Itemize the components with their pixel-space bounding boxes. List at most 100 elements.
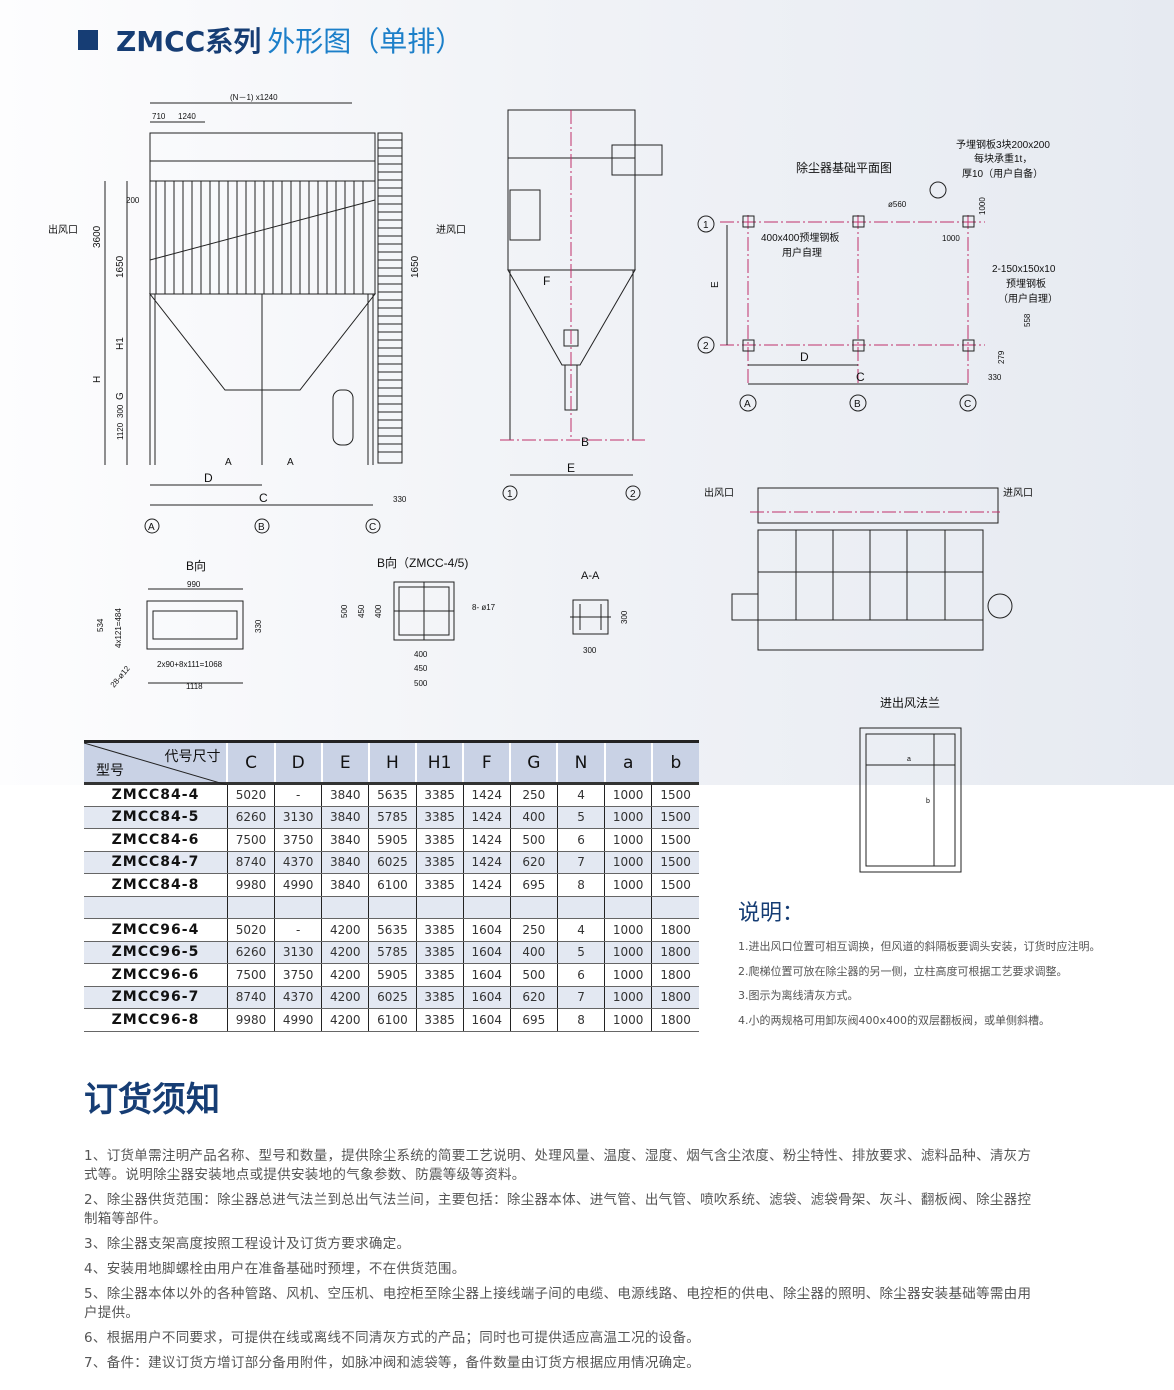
dim-label: 330 bbox=[393, 495, 407, 504]
plan-note: 予埋钢板3块200x200 bbox=[956, 138, 1050, 151]
ordering-title: 订货须知 bbox=[84, 1080, 220, 1120]
model-cell bbox=[84, 896, 228, 919]
column-header: N bbox=[556, 740, 605, 785]
axis-label: C bbox=[964, 399, 971, 410]
value-cell: 4200 bbox=[321, 986, 369, 1009]
value-cell: 1800 bbox=[651, 941, 699, 964]
value-cell: 1000 bbox=[604, 986, 652, 1009]
plan-note: 400x400预埋钢板 bbox=[761, 231, 839, 244]
value-cell bbox=[462, 896, 511, 919]
plan-note: 每块承重1t， bbox=[974, 152, 1032, 165]
value-cell: 5 bbox=[556, 806, 605, 829]
value-cell: 5905 bbox=[368, 963, 417, 987]
model-cell: ZMCC84-7 bbox=[84, 851, 228, 874]
flange-view: 进出风法兰 a b bbox=[859, 696, 962, 873]
value-cell: 5785 bbox=[368, 806, 417, 829]
value-cell: 3130 bbox=[274, 941, 322, 964]
value-cell: 3840 bbox=[321, 806, 369, 829]
value-cell: 6 bbox=[556, 963, 605, 987]
value-cell: 5635 bbox=[368, 918, 417, 942]
value-cell: 6100 bbox=[368, 1008, 417, 1032]
value-cell: 4990 bbox=[274, 1008, 322, 1032]
technical-drawings: (N－1) x1240 710 1240 200 出风口 3600 1650 进… bbox=[48, 93, 1058, 873]
page-title: ZMCC系列 外形图（单排） bbox=[78, 20, 463, 60]
table-corner-header: 代号尺寸 型号 bbox=[84, 740, 228, 785]
dim-label: 2x90+8x111=1068 bbox=[157, 660, 223, 669]
value-cell: 3385 bbox=[415, 806, 464, 829]
value-cell: 500 bbox=[509, 963, 558, 987]
dim-label: E bbox=[567, 461, 575, 475]
dim-label: 1240 bbox=[178, 112, 196, 121]
dim-label: C bbox=[259, 491, 268, 505]
view-title: B向 bbox=[186, 558, 206, 573]
value-cell: 5905 bbox=[368, 828, 417, 852]
value-cell: 3385 bbox=[415, 986, 464, 1009]
dim-label: 1650 bbox=[410, 255, 421, 278]
order-item: 5、除尘器本体以外的各种管路、风机、空压机、电控柜至除尘器上接线端子间的电缆、电… bbox=[84, 1286, 1032, 1321]
title-subtitle: 外形图（单排） bbox=[267, 25, 464, 58]
dim-label: 8- ø17 bbox=[472, 603, 496, 612]
value-cell: 1800 bbox=[651, 918, 699, 942]
value-cell: 1500 bbox=[651, 828, 699, 852]
dim-label: 450 bbox=[414, 664, 428, 673]
column-header: E bbox=[320, 740, 369, 785]
order-item: 7、备件：建议订货方增订部分备用附件，如脉冲阀和滤袋等，备件数量由订货方根据应用… bbox=[84, 1355, 701, 1371]
value-cell: 4200 bbox=[321, 941, 369, 964]
value-cell: 1000 bbox=[604, 783, 652, 807]
model-cell: ZMCC96-4 bbox=[84, 918, 228, 942]
front-view: (N－1) x1240 710 1240 200 出风口 3600 1650 进… bbox=[48, 93, 466, 534]
value-cell bbox=[509, 896, 558, 919]
title-series: ZMCC系列 bbox=[116, 25, 262, 58]
value-cell: 9980 bbox=[226, 1008, 275, 1032]
value-cell: 8740 bbox=[226, 851, 275, 874]
dim-label: 400 bbox=[374, 604, 383, 618]
inlet-label: 进风口 bbox=[1003, 487, 1033, 499]
value-cell: 6025 bbox=[368, 986, 417, 1009]
value-cell: 1500 bbox=[651, 783, 699, 807]
note-item: 2.爬梯位置可放在除尘器的另一侧，立柱高度可根据工艺要求调整。 bbox=[738, 964, 1068, 978]
value-cell: 695 bbox=[509, 873, 558, 897]
value-cell bbox=[604, 896, 652, 919]
axis-label: A bbox=[148, 522, 155, 533]
plan-note: 2-150x150x10 bbox=[992, 264, 1056, 275]
value-cell bbox=[556, 896, 605, 919]
value-cell: 1424 bbox=[462, 783, 511, 807]
value-cell: 3385 bbox=[415, 918, 464, 942]
value-cell: 1800 bbox=[651, 1008, 699, 1032]
value-cell: 6025 bbox=[368, 851, 417, 874]
note-item: 3.图示为离线清灰方式。 bbox=[738, 989, 859, 1002]
value-cell: 3385 bbox=[415, 783, 464, 807]
value-cell: 3385 bbox=[415, 873, 464, 897]
model-cell: ZMCC84-4 bbox=[84, 783, 228, 807]
outlet-label: 出风口 bbox=[704, 486, 734, 499]
value-cell: 7500 bbox=[226, 963, 275, 987]
plan-note: （用户自理） bbox=[998, 292, 1058, 305]
value-cell: 1604 bbox=[462, 986, 511, 1009]
value-cell bbox=[226, 896, 275, 919]
axis-label: 2 bbox=[630, 489, 636, 500]
dim-label: 500 bbox=[340, 604, 349, 618]
value-cell: 250 bbox=[509, 918, 558, 942]
model-cell: ZMCC84-8 bbox=[84, 873, 228, 897]
value-cell: 7 bbox=[556, 851, 605, 874]
value-cell: 3750 bbox=[274, 963, 322, 987]
value-cell: 1500 bbox=[651, 851, 699, 874]
value-cell: 1500 bbox=[651, 873, 699, 897]
dim-label: 990 bbox=[187, 580, 201, 589]
dim-label: 1118 bbox=[186, 682, 203, 691]
dim-label: 330 bbox=[988, 373, 1002, 382]
dim-label: 28-ø12 bbox=[109, 664, 133, 690]
dim-label: 330 bbox=[254, 619, 263, 633]
model-cell: ZMCC96-7 bbox=[84, 986, 228, 1009]
value-cell: 3840 bbox=[321, 783, 369, 807]
value-cell: 8 bbox=[556, 873, 605, 897]
value-cell: 1604 bbox=[462, 963, 511, 987]
side-view: F B E 1 2 bbox=[500, 109, 663, 501]
dim-label: a bbox=[907, 756, 911, 763]
